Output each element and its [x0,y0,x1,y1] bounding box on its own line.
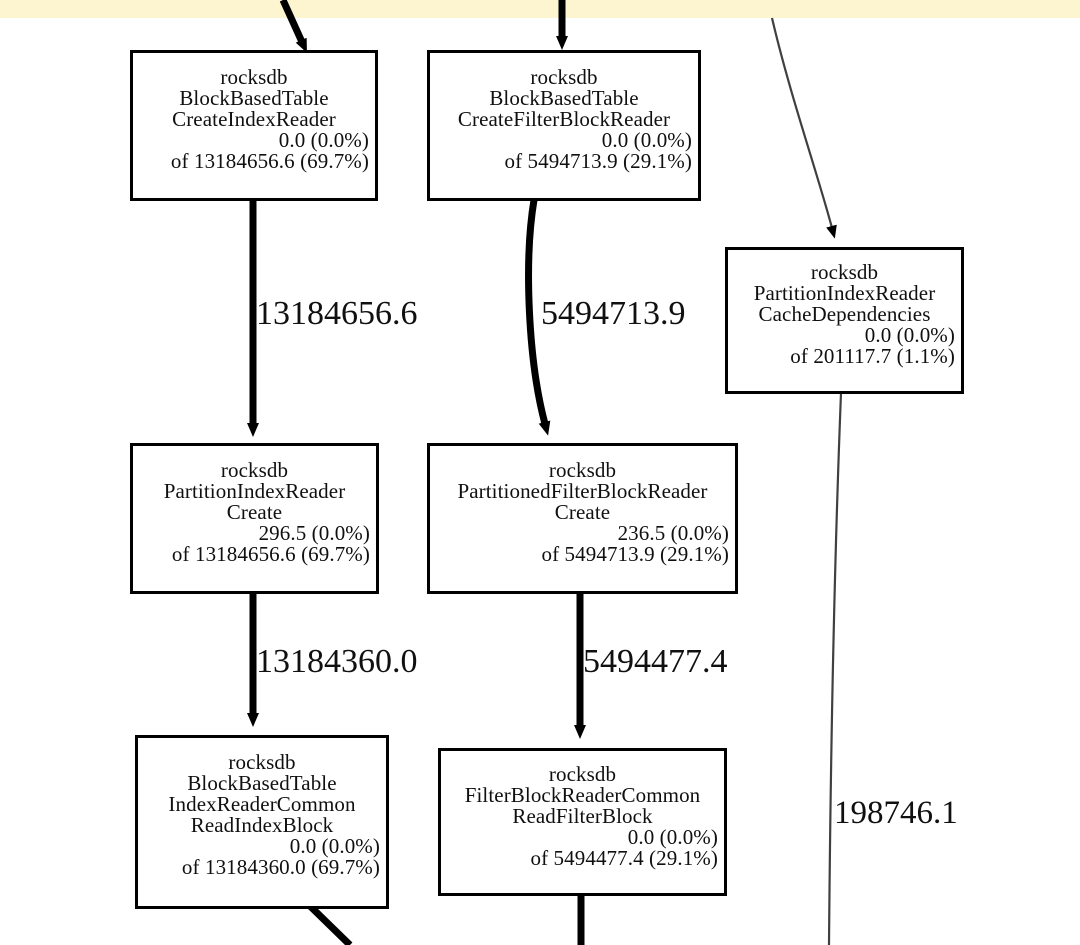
edge-label-13184656-6: 13184656.6 [256,295,418,332]
node-line: PartitionIndexReader [753,281,936,305]
node-flat-value: 0.0 (0.0%) [278,128,369,152]
edge-incoming-cache-dependencies [770,17,837,239]
node-cum-value: of 201117.7 (1.1%) [790,344,955,368]
node-partitioned-filter-block-reader-create[interactable]: rocksdb PartitionedFilterBlockReader Cre… [427,443,738,594]
node-line: BlockBasedTable [489,86,639,110]
node-line: rocksdb [220,65,288,89]
edge-cache-dependencies-outgoing [827,392,843,945]
node-line: rocksdb [220,458,289,482]
node-line: rocksdb [548,762,617,786]
top-banner [0,0,1080,18]
node-line: CacheDependencies [758,302,931,326]
node-cum-value: of 5494713.9 (29.1%) [541,542,729,566]
node-read-index-block[interactable]: rocksdb BlockBasedTable IndexReaderCommo… [135,735,389,909]
node-line: PartitionedFilterBlockReader [457,479,708,503]
node-line: BlockBasedTable [179,86,329,110]
node-cum-value: of 13184360.0 (69.7%) [181,855,380,879]
edge-label-5494713-9: 5494713.9 [541,295,686,332]
node-line: rocksdb [548,458,617,482]
node-line: IndexReaderCommon [168,792,356,816]
node-line: FilterBlockReaderCommon [464,783,701,807]
node-cache-dependencies[interactable]: rocksdb PartitionIndexReader CacheDepend… [725,247,964,394]
node-create-index-reader[interactable]: rocksdb BlockBasedTable CreateIndexReade… [130,50,378,201]
node-cum-value: of 5494713.9 (29.1%) [504,149,692,173]
node-flat-value: 236.5 (0.0%) [617,521,729,545]
node-cum-value: of 13184656.6 (69.7%) [171,542,370,566]
node-line: ReadFilterBlock [512,804,653,828]
node-line: Create [554,500,611,524]
node-cum-value: of 13184656.6 (69.7%) [170,149,369,173]
edge-read-index-block-outgoing [307,903,353,945]
node-line: CreateFilterBlockReader [457,107,671,131]
node-line: ReadIndexBlock [190,813,334,837]
node-flat-value: 0.0 (0.0%) [289,834,380,858]
node-flat-value: 296.5 (0.0%) [258,521,370,545]
node-partition-index-reader-create[interactable]: rocksdb PartitionIndexReader Create 296.… [130,443,379,594]
node-line: Create [226,500,283,524]
node-line: PartitionIndexReader [163,479,346,503]
edge-label-198746-1: 198746.1 [834,795,958,831]
node-line: rocksdb [810,260,879,284]
node-line: rocksdb [228,750,296,774]
node-line: rocksdb [530,65,598,89]
edge-label-5494477-4: 5494477.4 [583,643,728,680]
node-cum-value: of 5494477.4 (29.1%) [530,846,718,870]
node-flat-value: 0.0 (0.0%) [627,825,718,849]
edge-label-13184360-0: 13184360.0 [256,643,418,680]
node-line: BlockBasedTable [187,771,337,795]
node-line: CreateIndexReader [172,107,336,131]
node-flat-value: 0.0 (0.0%) [864,323,955,347]
node-flat-value: 0.0 (0.0%) [601,128,692,152]
node-read-filter-block[interactable]: rocksdb FilterBlockReaderCommon ReadFilt… [438,748,727,896]
node-create-filter-block-reader[interactable]: rocksdb BlockBasedTable CreateFilterBloc… [427,50,701,201]
